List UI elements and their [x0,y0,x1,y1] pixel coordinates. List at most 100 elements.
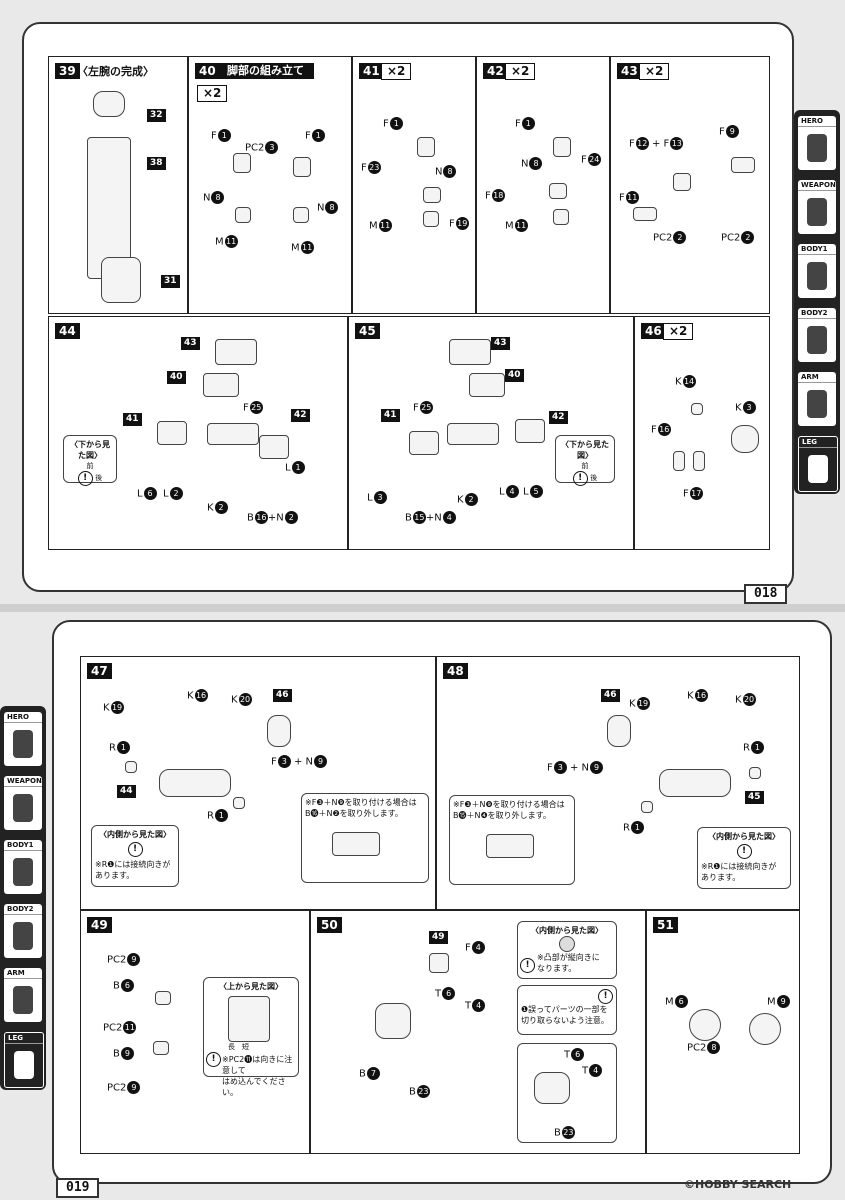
top-view-note: 〈上から見た図〉 長 短 ! ※PC2⓫は向きに注意して はめ込んでください。 [203,977,299,1097]
note-line2: はめ込んでください。 [222,1077,286,1097]
hip-part [731,157,755,173]
note-front: 前 [581,462,589,470]
inner-note-line1: ※R❶には接続向きが [701,862,777,871]
sidebar-tab-body2[interactable]: BODY2 [4,904,42,958]
step-title: 脚部の組み立て [217,63,314,79]
sidebar-tab-leg[interactable]: LEG [4,1032,44,1088]
detail-part [332,832,380,856]
toe-part [731,425,759,453]
part-tag: 46 [601,689,620,702]
hip-part [215,339,257,365]
step-number: 39 [55,63,80,79]
note-line1: ※PC2⓫は向きに注意して [222,1055,293,1075]
bottom-view-note: 〈下から見た図〉 前 ! 後 [63,435,117,486]
hip-part [633,207,657,221]
leg-part [233,153,251,173]
sidebar-tab-hero[interactable]: HERO [798,116,836,170]
part-tag: 46 [273,689,292,702]
sidebar-tab-arm[interactable]: ARM [798,372,836,426]
page-number: 018 [744,584,788,604]
armor-part [469,373,505,397]
body1-icon [13,858,33,886]
multiplier-badge: ×2 [505,63,536,80]
callout-line2: B⓰＋N❷を取り外します。 [305,809,403,818]
sidebar-tab-hero[interactable]: HERO [4,712,42,766]
step-number: 40 [195,63,220,79]
note-front: 前 [86,462,94,470]
detail-circle [559,936,575,952]
leg-part [553,209,569,225]
note-title: 〈下から見た図〉 [561,440,609,460]
callout-note: ※F❸＋N❾を取り付ける場合は B⓯＋N❹を取り外します。 [449,795,575,885]
foot-part [429,953,449,973]
cut-note-line1: ❶誤ってパーツの一部を [521,1005,608,1014]
step-39-panel: 39 〈左腕の完成〉 32 38 31 [48,56,188,314]
inner-note-line1: ※凸部が縦向きに [537,953,600,962]
detail-part [486,834,534,858]
inner-note-line1: ※R❶には接続向きが [95,860,171,869]
joint-part [125,761,137,773]
step-title: 〈左腕の完成〉 [77,65,154,78]
page-number: 019 [56,1178,100,1198]
part-tag: 40 [167,371,186,384]
sidebar-tab-arm[interactable]: ARM [4,968,42,1022]
page-divider [0,604,845,612]
watermark: ©HOBBY SEARCH [684,1178,792,1191]
waist-part [207,423,259,445]
arm-hand-part [101,257,141,303]
knee-part [267,715,291,747]
note-back: 後 [95,474,103,482]
wheel-part [749,1013,781,1045]
leg-part [423,211,439,227]
toe-part [693,451,705,471]
multiplier-badge: ×2 [639,63,670,80]
sidebar-tab-body2[interactable]: BODY2 [798,308,836,362]
part-tag: 45 [745,791,764,804]
part-tag: 41 [381,409,400,422]
body1-icon [807,262,827,290]
sidebar-tab-weapon[interactable]: WEAPON [798,180,836,234]
joint-part [749,767,761,779]
bottom-view-note: 〈下から見た図〉 前 ! 後 [555,435,615,486]
step-number: 42 [483,63,508,79]
part-tag: 42 [291,409,310,422]
step-number: 43 [617,63,642,79]
sidebar-tab-body1[interactable]: BODY1 [4,840,42,894]
cut-note-line2: 切り取らないよう注意。 [521,1016,609,1025]
sidebar-tab-body1[interactable]: BODY1 [798,244,836,298]
knee-part [607,715,631,747]
warning-icon: ! [572,471,588,486]
sidebar-tab-leg[interactable]: LEG [798,436,838,492]
cut-warning-note: ! ❶誤ってパーツの一部を 切り取らないよう注意。 [517,985,617,1035]
sidebar-tab-weapon[interactable]: WEAPON [4,776,42,830]
part-tag: 44 [117,785,136,798]
arm-upper-part [93,91,125,117]
warning-icon: ! [736,844,752,859]
